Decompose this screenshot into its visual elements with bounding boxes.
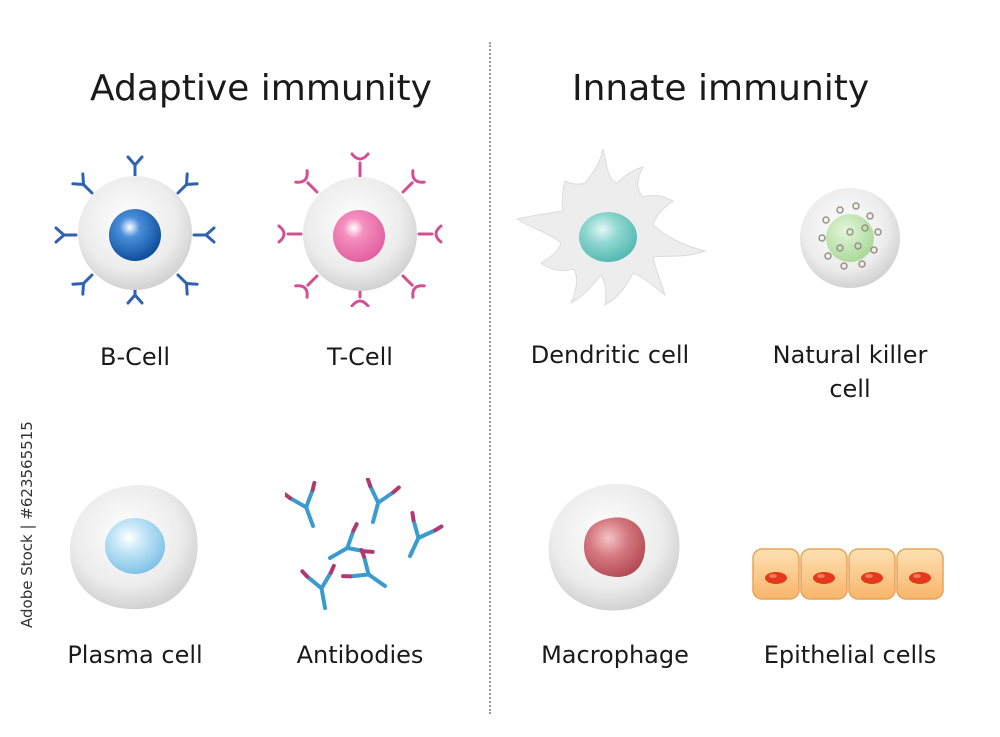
- nk-cell-nucleus: [826, 214, 874, 262]
- epithelial-cell: [848, 548, 896, 600]
- nk-cell-label: Natural killer cell: [772, 341, 928, 403]
- epithelial-cell: [800, 548, 848, 600]
- stock-id: Adobe Stock | #623565515: [18, 421, 36, 628]
- plasma-cell-label: Plasma cell: [67, 641, 203, 669]
- t-cell-illustration: [277, 152, 443, 307]
- epithelial-cells-illustration: [752, 548, 944, 600]
- dendritic-cell-label: Dendritic cell: [530, 341, 690, 369]
- macrophage-nucleus: [584, 517, 646, 577]
- dendritic-cell-illustration: [515, 148, 707, 306]
- adaptive-immunity-title: Adaptive immunity: [90, 68, 432, 109]
- section-divider: [489, 42, 491, 714]
- plasma-cell-illustration: [70, 484, 198, 610]
- antibody-group: [285, 478, 444, 613]
- macrophage-illustration: [548, 483, 680, 611]
- antibodies-illustration: [285, 478, 444, 613]
- b-cell-illustration: [54, 155, 216, 305]
- epithelial-cell: [752, 548, 800, 600]
- t-cell-label: T-Cell: [327, 343, 393, 371]
- innate-immunity-title: Innate immunity: [572, 68, 870, 109]
- dendritic-cell-nucleus: [579, 212, 637, 262]
- plasma-cell-nucleus: [105, 518, 165, 574]
- nk-cell-granules: [818, 202, 882, 270]
- epithelial-cell: [896, 548, 944, 600]
- nk-cell-illustration: [800, 188, 900, 288]
- t-cell-nucleus: [333, 210, 385, 262]
- b-cell-label: B-Cell: [100, 343, 170, 371]
- antibodies-label: Antibodies: [296, 641, 424, 669]
- macrophage-label: Macrophage: [541, 641, 689, 669]
- b-cell-nucleus: [109, 209, 161, 261]
- epithelial-cells-label: Epithelial cells: [763, 641, 937, 669]
